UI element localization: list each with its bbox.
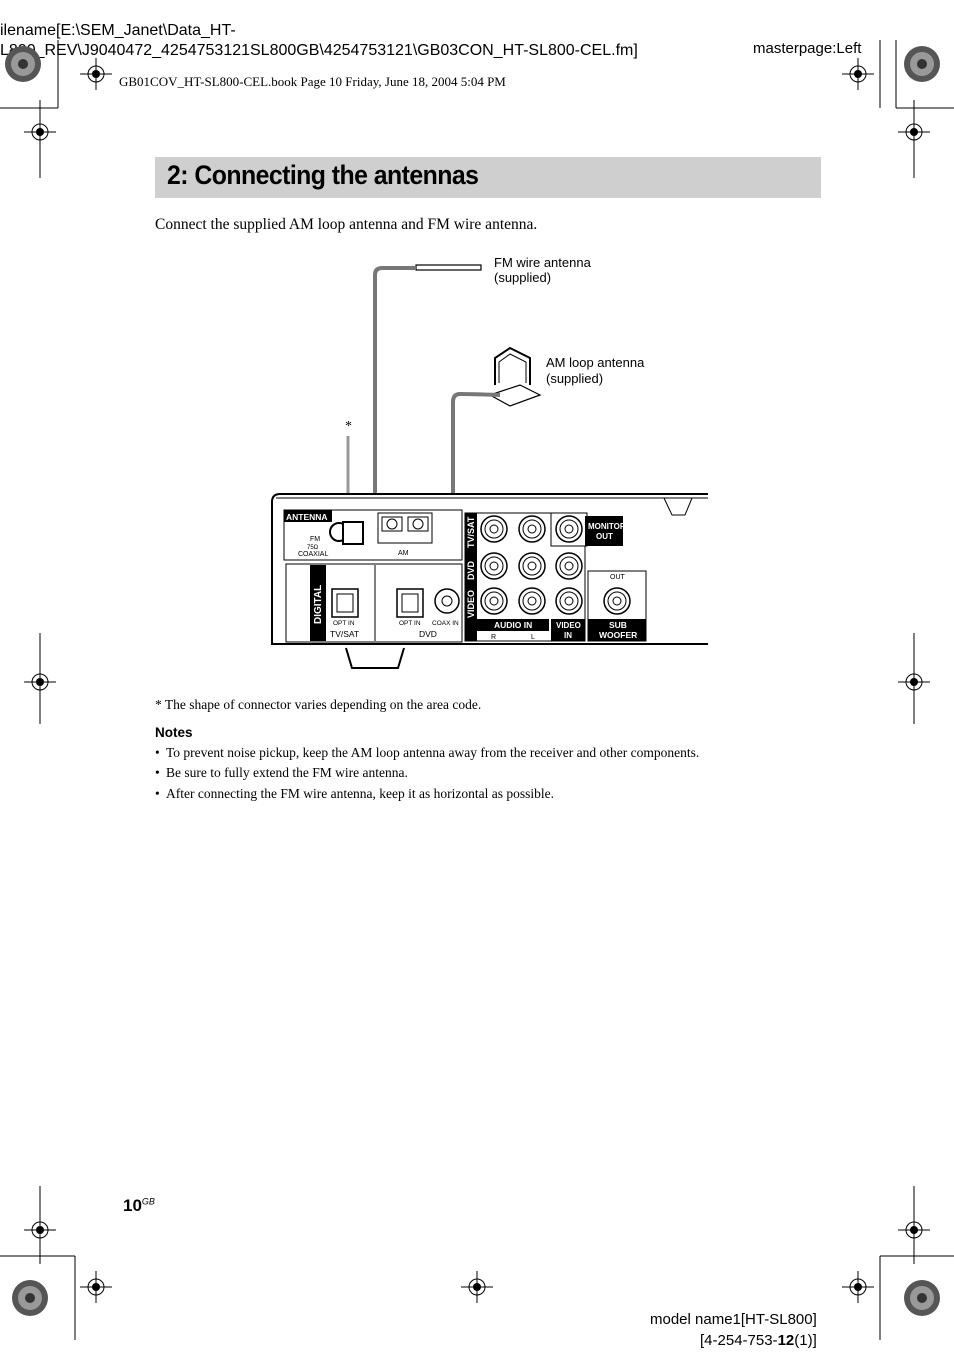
sub-label-2: WOOFER: [599, 630, 637, 640]
bullet: •: [155, 786, 160, 801]
part-number-bold: 12: [777, 1332, 795, 1349]
masterpage-label: masterpage:Left: [753, 40, 862, 57]
video-in-label-1: VIDEO: [556, 621, 581, 630]
crosshair-icons: [24, 58, 930, 1303]
sub-label-1: SUB: [609, 620, 627, 630]
title-bar: [155, 157, 821, 198]
rca-jack-icon: [480, 552, 508, 580]
opt-in-label-1: OPT IN: [333, 620, 355, 627]
page-number: 10GB: [123, 1196, 155, 1216]
receiver-back-panel: [271, 493, 708, 669]
note-item: • After connecting the FM wire antenna, k…: [155, 786, 554, 802]
page-number-suffix: GB: [141, 1196, 155, 1207]
book-info: GB01COV_HT-SL800-CEL.book Page 10 Friday…: [119, 74, 506, 89]
fm-antenna-supplied-label: (supplied): [494, 270, 551, 285]
r-label: R: [491, 634, 496, 641]
rca-jack-icon: [555, 515, 583, 543]
rca-jack-icon: [555, 587, 583, 615]
monitor-out-label-2: OUT: [596, 532, 613, 541]
ohm-label: 75Ω: [307, 545, 319, 551]
note-text: Be sure to fully extend the FM wire ante…: [166, 765, 408, 780]
bullet: •: [155, 765, 160, 780]
note-item: • To prevent noise pickup, keep the AM lo…: [155, 745, 699, 761]
rca-jack-icon: [603, 587, 631, 615]
rca-jack-icon: [555, 552, 583, 580]
model-name-line: model name1[HT-SL800]: [650, 1311, 817, 1328]
audio-in-label: AUDIO IN: [494, 620, 532, 630]
part-number-prefix: [4-254-753-: [700, 1332, 778, 1349]
rca-jack-icon: [518, 515, 546, 543]
am-antenna-label: AM loop antenna: [546, 355, 645, 370]
rca-jacks: [480, 515, 631, 615]
antenna-connection-diagram: *: [271, 255, 708, 669]
panel-labels: ANTENNA FM 75Ω COAXIAL AM TV/SAT DVD VID…: [286, 512, 637, 641]
filename-line-2: L800_REV\J9040472_4254753121SL800GB\4254…: [0, 42, 638, 59]
asterisk-marker: *: [345, 419, 352, 434]
intro-text: Connect the supplied AM loop antenna and…: [155, 216, 538, 233]
am-loop-antenna: [451, 346, 542, 530]
video-label: VIDEO: [466, 590, 476, 618]
footnote: * The shape of connector varies dependin…: [155, 697, 482, 712]
coax-in-label: COAX IN: [432, 620, 459, 627]
rca-jack-icon: [518, 552, 546, 580]
part-number-suffix: (1)]: [794, 1332, 817, 1349]
page-title: 2: Connecting the antennas: [167, 160, 479, 190]
digital-label: DIGITAL: [313, 585, 324, 624]
out-label: OUT: [610, 574, 626, 581]
l-label: L: [531, 634, 535, 641]
rca-jack-icon: [480, 587, 508, 615]
part-number-line: [4-254-753-12(1)]: [700, 1332, 817, 1349]
dvd-bottom-label: DVD: [419, 629, 437, 639]
tv-sat-bottom-label: TV/SAT: [330, 629, 359, 639]
note-item: • Be sure to fully extend the FM wire ant…: [155, 765, 408, 781]
fm-wire-antenna: [373, 264, 482, 530]
starburst-icons: [5, 46, 940, 1316]
antenna-label: ANTENNA: [286, 512, 328, 522]
filename-line-1: ilename[E:\SEM_Janet\Data_HT-: [0, 22, 236, 39]
notes-heading: Notes: [155, 725, 193, 740]
am-label: AM: [398, 550, 409, 557]
note-text: To prevent noise pickup, keep the AM loo…: [166, 745, 700, 760]
rca-jack-icon: [480, 515, 508, 543]
fm-antenna-label: FM wire antenna: [494, 255, 592, 270]
opt-in-label-2: OPT IN: [399, 620, 421, 627]
note-text: After connecting the FM wire antenna, ke…: [166, 786, 555, 801]
coaxial-label: COAXIAL: [298, 551, 328, 558]
video-in-label-2: IN: [564, 631, 572, 640]
monitor-out-label-1: MONITOR: [588, 522, 626, 531]
am-antenna-supplied-label: (supplied): [546, 371, 603, 386]
page-number-value: 10: [123, 1196, 142, 1215]
bullet: •: [155, 745, 160, 760]
dvd-label: DVD: [466, 560, 476, 580]
tv-sat-label: TV/SAT: [466, 516, 476, 548]
rca-jack-icon: [518, 587, 546, 615]
fm-label: FM: [310, 536, 320, 543]
